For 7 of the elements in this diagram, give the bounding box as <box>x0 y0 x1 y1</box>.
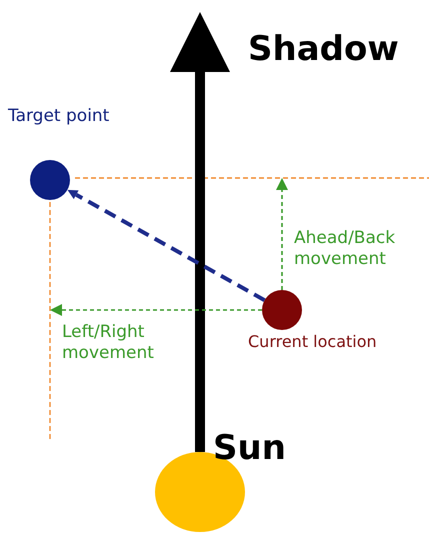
shadow-arrow <box>170 12 230 452</box>
arrow <box>50 304 262 316</box>
arrow <box>67 190 266 302</box>
point-label: Target point <box>8 106 110 126</box>
sun-label: Sun <box>213 428 286 468</box>
point-label: Current location <box>248 332 377 351</box>
arrow <box>276 178 288 290</box>
